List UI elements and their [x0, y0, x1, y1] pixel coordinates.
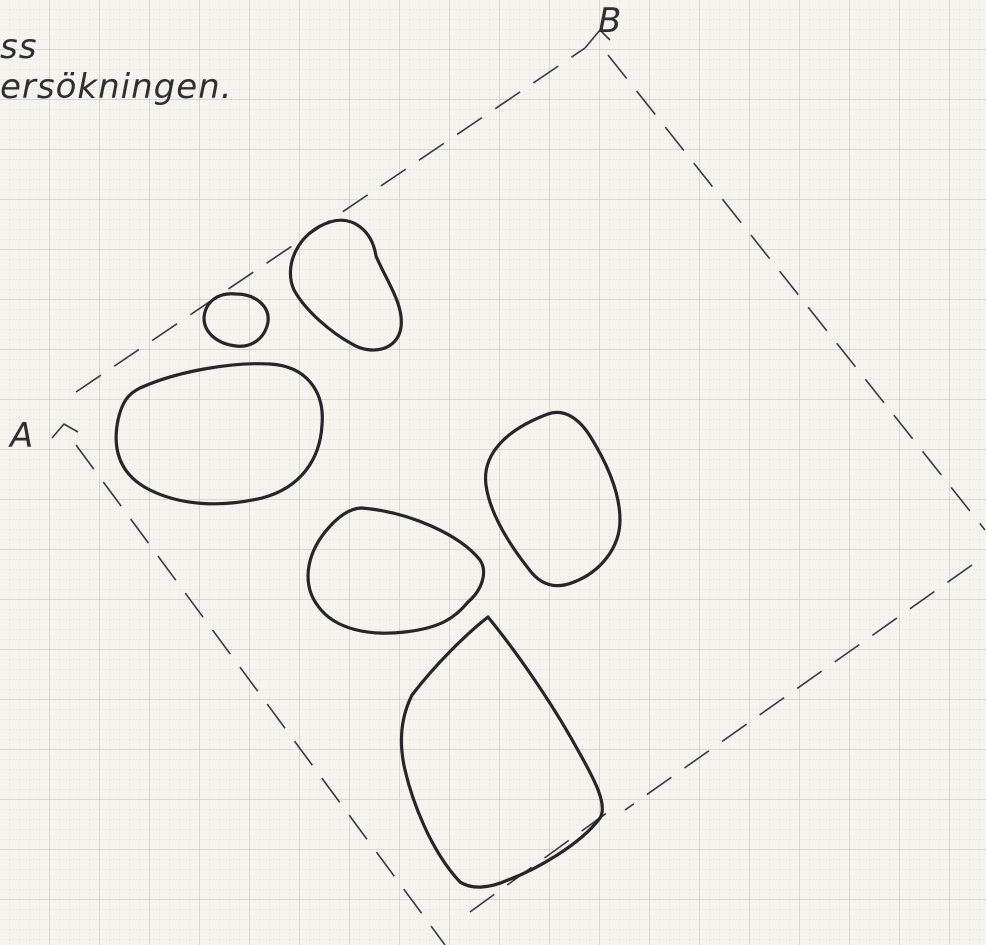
- note-line-1: ss: [0, 27, 37, 67]
- point-a-label: A: [8, 416, 33, 456]
- point-b-label: B: [598, 1, 621, 41]
- note-line-2: ersökningen.: [0, 67, 233, 107]
